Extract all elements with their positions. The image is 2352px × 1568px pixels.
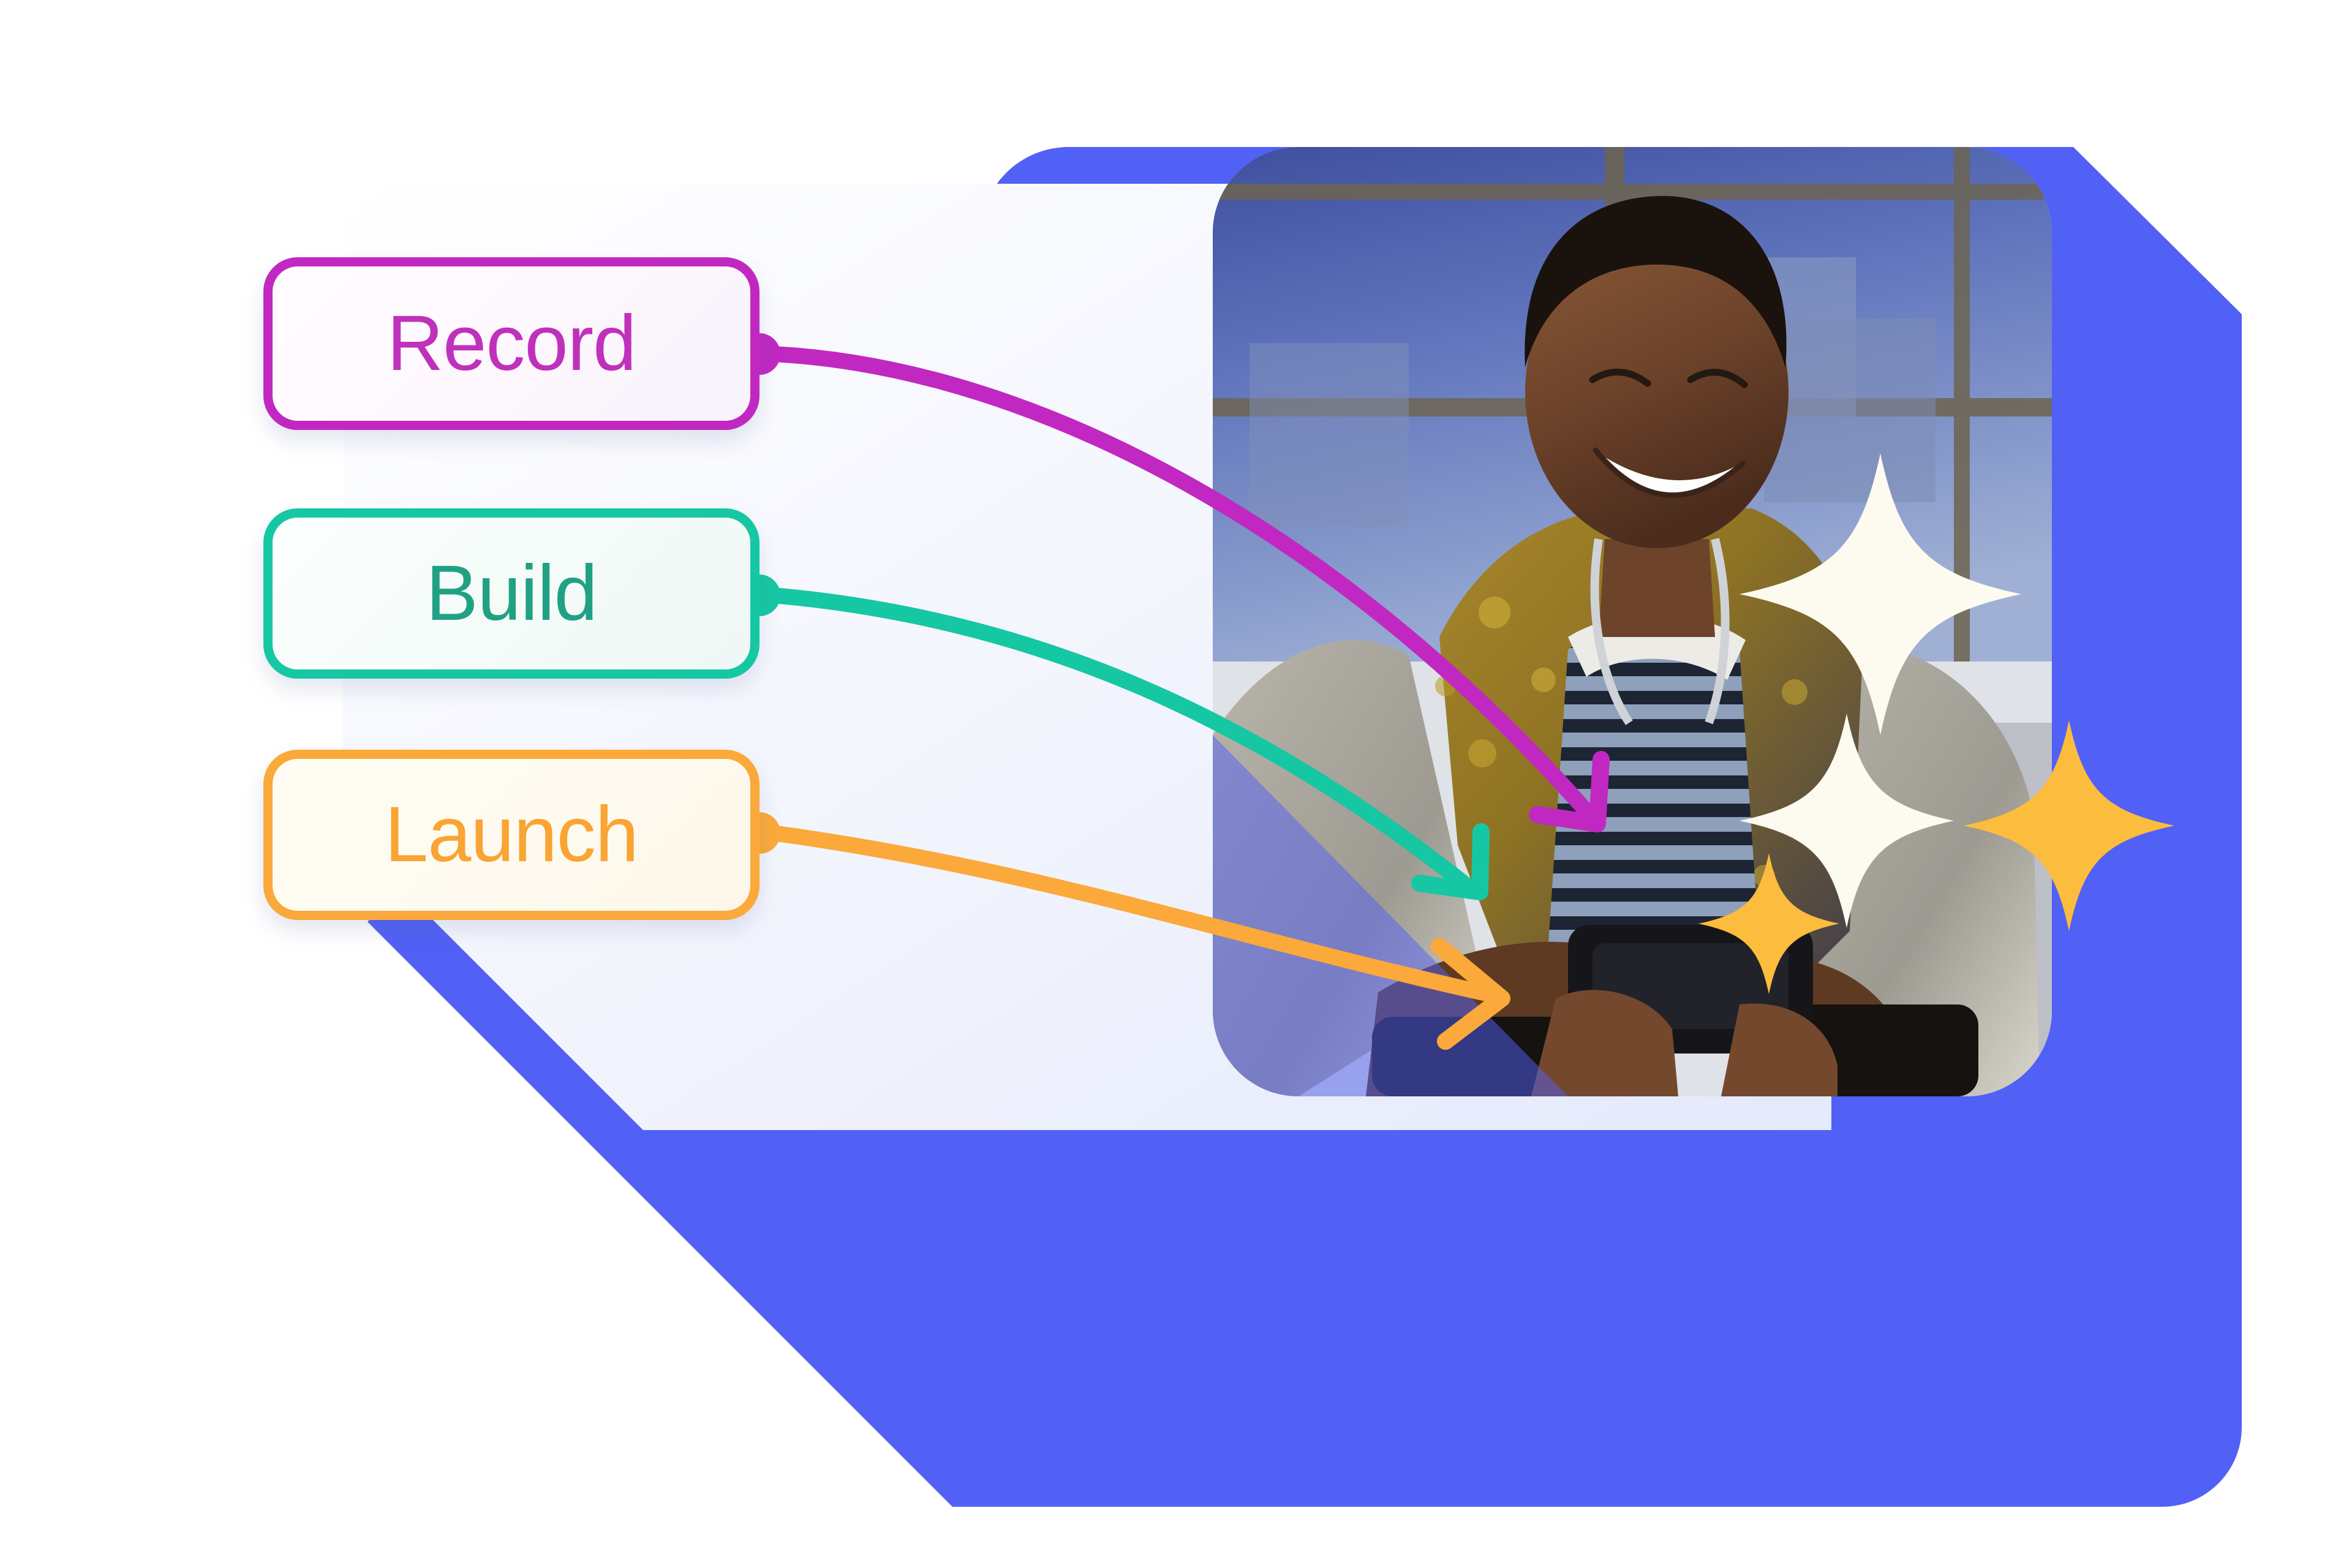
connector-line-record (765, 346, 1597, 823)
hair (1525, 196, 1787, 368)
striped-shirt (1544, 626, 1764, 1017)
smile (1599, 453, 1740, 493)
badge-build-label: Build (426, 549, 598, 637)
sparkle-small-gold (1698, 853, 1839, 994)
sparkle-right-gold (1964, 720, 2174, 931)
neck (1599, 539, 1715, 637)
badge-record-label: Record (386, 300, 637, 387)
hand-left (1531, 990, 1678, 1096)
arrowhead-launch (1431, 938, 1510, 1050)
badge-build[interactable]: Build (263, 508, 760, 679)
connector-line-launch (765, 825, 1502, 1003)
hand-right (1721, 1003, 1838, 1096)
arrowhead-build (1411, 823, 1490, 900)
sparkle-large-white (1740, 453, 2021, 735)
connector-line-build (765, 587, 1478, 896)
badge-record[interactable]: Record (263, 257, 760, 430)
cuff-right (1795, 1005, 1978, 1096)
badge-launch[interactable]: Launch (263, 750, 760, 920)
badge-launch-label: Launch (385, 791, 639, 878)
arrowhead-record (1529, 751, 1610, 832)
sparkle-medium-white (1740, 714, 1954, 928)
face (1525, 236, 1789, 548)
